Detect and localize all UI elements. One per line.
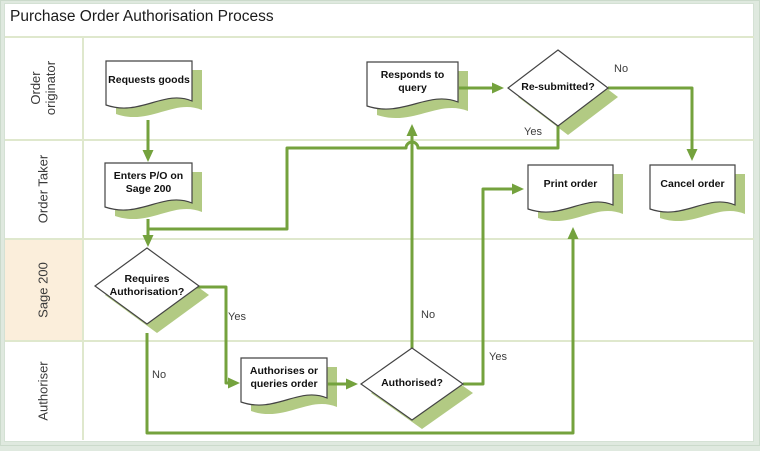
node-enters-po: Enters P/O on Sage 200: [113, 169, 184, 195]
decision-resubmitted: Re-submitted?: [521, 81, 595, 94]
decision-authorised: Authorised?: [381, 377, 443, 390]
edge-label-resubmitted-yes: Yes: [524, 126, 542, 138]
page-title: Purchase Order Authorisation Process: [10, 8, 274, 25]
node-responds-query: Responds to query: [380, 68, 445, 94]
lane-label-authoriser: Authoriser: [35, 361, 51, 421]
node-cancel-order: Cancel order: [660, 178, 725, 191]
edge-label-resubmitted-no: No: [614, 63, 629, 75]
node-authorises-queries: Authorises or queries order: [249, 364, 319, 390]
node-requests-goods: Requests goods: [108, 74, 190, 87]
edge-label-requires-auth-yes: Yes: [228, 311, 246, 323]
edge-label-authorised-yes: Yes: [489, 351, 507, 363]
sage-lane-highlight: [5, 240, 83, 340]
node-print-order: Print order: [543, 178, 598, 191]
decision-requires-auth: Requires Authorisation?: [109, 272, 185, 298]
edge-label-authorised-no: No: [421, 309, 436, 321]
edge-label-requires-auth-no: No: [152, 369, 167, 381]
